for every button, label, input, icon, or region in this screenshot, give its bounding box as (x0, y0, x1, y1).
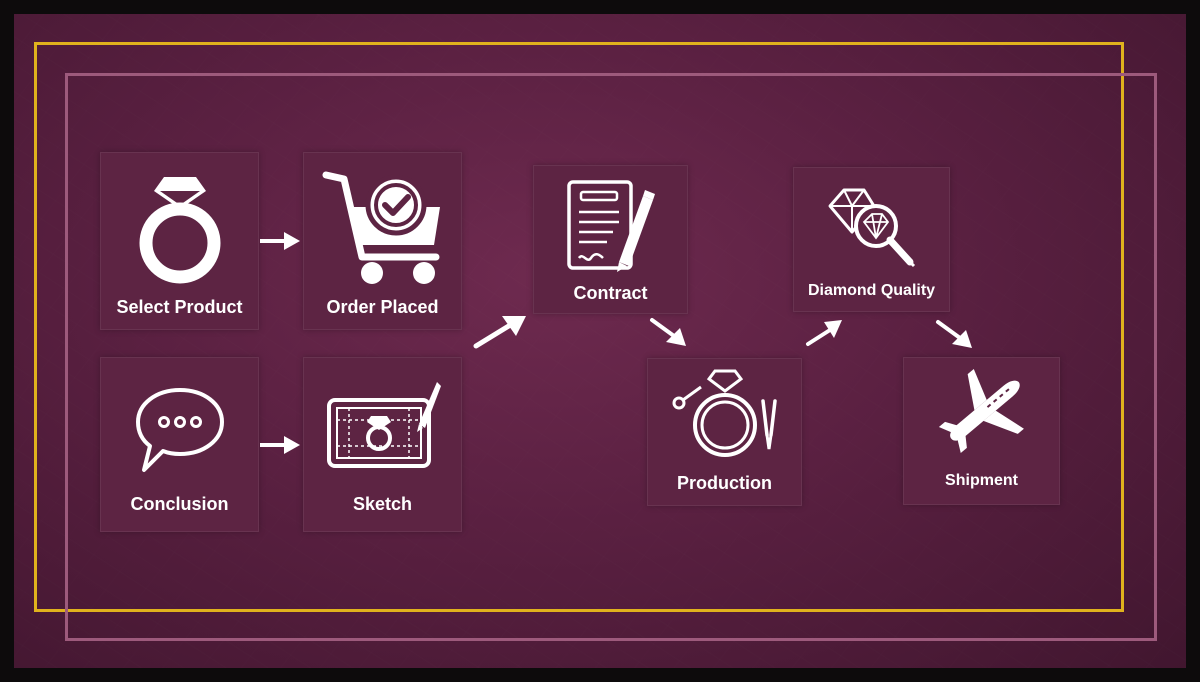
contract-pen-icon (534, 178, 687, 274)
arrow-to-contract (473, 316, 526, 349)
arrow-conclusion-to-sketch (260, 436, 300, 454)
step-shipment: Shipment (903, 357, 1060, 505)
step-conclusion: Conclusion (100, 357, 259, 532)
gold-frame (34, 42, 1124, 612)
step-production: Production (647, 358, 802, 506)
arrow-production-to-diamond (806, 320, 842, 346)
step-label: Shipment (945, 472, 1018, 489)
step-select-product: Select Product (100, 152, 259, 330)
arrow-contract-to-production (650, 318, 686, 346)
arrow-select-to-order (260, 232, 300, 250)
step-label: Sketch (352, 494, 413, 514)
pink-frame (65, 73, 1157, 641)
step-order-placed: Order Placed (303, 152, 462, 330)
step-label: Conclusion (130, 494, 229, 514)
step-contract: Contract (533, 165, 688, 314)
step-diamond-quality: Diamond Quality (793, 167, 950, 312)
step-label: Order Placed (326, 297, 439, 317)
step-sketch: Sketch (303, 357, 462, 532)
diamond-ring-icon (101, 169, 258, 289)
arrow-diamond-to-shipment (936, 320, 972, 348)
step-label: Production (677, 473, 772, 493)
diagram-board (14, 14, 1186, 668)
texture-overlay (14, 14, 1186, 668)
diamond-magnifier-icon (794, 180, 949, 276)
step-label: Select Product (116, 297, 243, 317)
shopping-cart-check-icon (304, 165, 461, 290)
step-label: Diamond Quality (807, 282, 936, 299)
airplane-icon (904, 368, 1059, 458)
ring-tools-icon (648, 365, 801, 465)
ring-sketch-tablet-icon (304, 372, 461, 476)
speech-bubble-icon (101, 384, 258, 476)
step-label: Contract (573, 283, 648, 303)
